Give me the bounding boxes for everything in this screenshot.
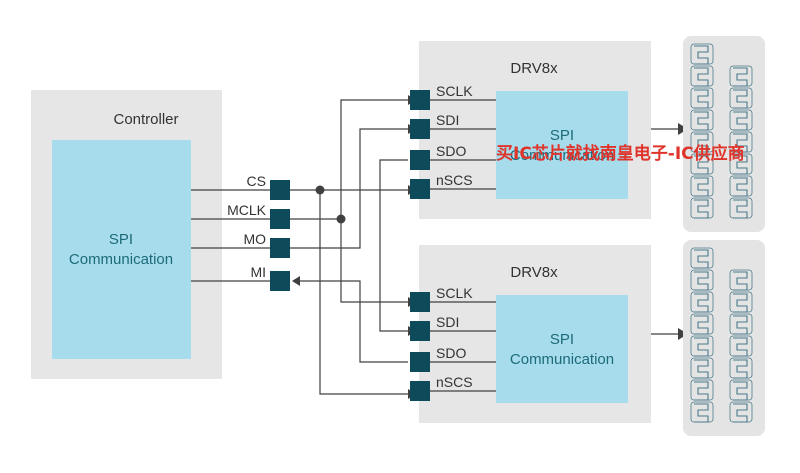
coil-frame [690, 379, 714, 401]
coil-frame [690, 335, 714, 357]
driver1-pin-sdi: SDI [436, 112, 459, 128]
coil-segment [694, 111, 709, 131]
coil-segment [733, 155, 748, 175]
coil-frame [729, 401, 753, 423]
coil-frame [690, 401, 714, 423]
bus-arrows [292, 95, 416, 399]
coil-frame [729, 197, 753, 219]
driver2-pin-sclk: SCLK [436, 285, 473, 301]
driver2-pin-sdo: SDO [436, 345, 466, 361]
junction-dot-cs [315, 185, 325, 195]
coil-frame [729, 269, 753, 291]
coil-segment [733, 315, 748, 335]
driver1-pin-sclk: SCLK [436, 83, 473, 99]
coil-segment [733, 177, 748, 197]
coil-segment [694, 381, 709, 401]
coil-frame [729, 291, 753, 313]
coil-segment [694, 177, 709, 197]
coil-frame [729, 335, 753, 357]
coil-frame [690, 153, 714, 175]
load-panel-2 [683, 240, 765, 436]
driver1-spi-block [496, 91, 628, 199]
driver1-spi-label-2: Communication [510, 147, 614, 164]
coil-frame [729, 153, 753, 175]
coil-segment [733, 271, 748, 291]
coil-segment [733, 133, 748, 153]
controller-spi-block [52, 140, 191, 359]
driver2-spi-block [496, 295, 628, 403]
coil-frame [729, 357, 753, 379]
watermark-text: 买IC芯片就找南皇电子-IC供应商 [496, 143, 745, 164]
coil-segment [694, 249, 709, 269]
coil-frame [729, 65, 753, 87]
coil-segment [694, 45, 709, 65]
coil-segment [694, 315, 709, 335]
controller-pin-mo: MO [243, 231, 266, 247]
coil-segment [733, 89, 748, 109]
coil-frame [729, 131, 753, 153]
coil-segment [733, 359, 748, 379]
coil-frame [690, 109, 714, 131]
load-panel-1 [683, 36, 765, 232]
driver1-pin-sdo: SDO [436, 143, 466, 159]
controller-title: Controller [113, 111, 178, 128]
coil-frame [729, 175, 753, 197]
coil-segment [694, 199, 709, 219]
junction-dot-mclk [336, 214, 346, 224]
coil-segment [694, 67, 709, 87]
coil-segment [694, 89, 709, 109]
coil-segment [694, 271, 709, 291]
coil-frame [729, 109, 753, 131]
coil-frame [729, 379, 753, 401]
controller-pin-mclk: MCLK [227, 202, 267, 218]
load-coils-1 [690, 43, 753, 219]
coil-segment [733, 199, 748, 219]
driver1-spi-label-1: SPI [550, 127, 574, 144]
coil-frame [729, 313, 753, 335]
controller-spi-label-2: Communication [69, 251, 173, 268]
coil-segment [733, 293, 748, 313]
coil-segment [694, 155, 709, 175]
controller-spi-label-1: SPI [109, 231, 133, 248]
coil-frame [729, 87, 753, 109]
coil-frame [690, 87, 714, 109]
coil-segment [694, 293, 709, 313]
coil-segment [733, 111, 748, 131]
driver1-pin-leads [428, 99, 496, 190]
coil-frame [690, 247, 714, 269]
driver2-title: DRV8x [510, 264, 558, 281]
coil-frame [690, 269, 714, 291]
driver2-pin-leads [428, 301, 496, 392]
coil-frame [690, 65, 714, 87]
coil-segment [733, 403, 748, 423]
coil-frame [690, 291, 714, 313]
controller-pin-cs: CS [247, 173, 266, 189]
coil-segment [694, 337, 709, 357]
coil-frame [690, 131, 714, 153]
coil-segment [694, 133, 709, 153]
coil-frame [690, 197, 714, 219]
driver1-pin-nscs: nSCS [436, 172, 473, 188]
coil-segment [694, 403, 709, 423]
driver2-spi-label-2: Communication [510, 351, 614, 368]
coil-segment [694, 359, 709, 379]
driver1-title: DRV8x [510, 60, 558, 77]
driver2-pin-nscs: nSCS [436, 374, 473, 390]
coil-segment [733, 381, 748, 401]
driver2-spi-label-1: SPI [550, 331, 574, 348]
load-coils-2 [690, 247, 753, 423]
controller-pin-leads [191, 189, 270, 282]
coil-frame [690, 357, 714, 379]
driver2-pin-sdi: SDI [436, 314, 459, 330]
coil-frame [690, 313, 714, 335]
controller-pin-mi: MI [250, 264, 266, 280]
coil-segment [733, 67, 748, 87]
coil-segment [733, 337, 748, 357]
coil-frame [690, 175, 714, 197]
spi-bus-wires [290, 99, 408, 395]
pin-squares [270, 90, 430, 401]
coil-frame [690, 43, 714, 65]
